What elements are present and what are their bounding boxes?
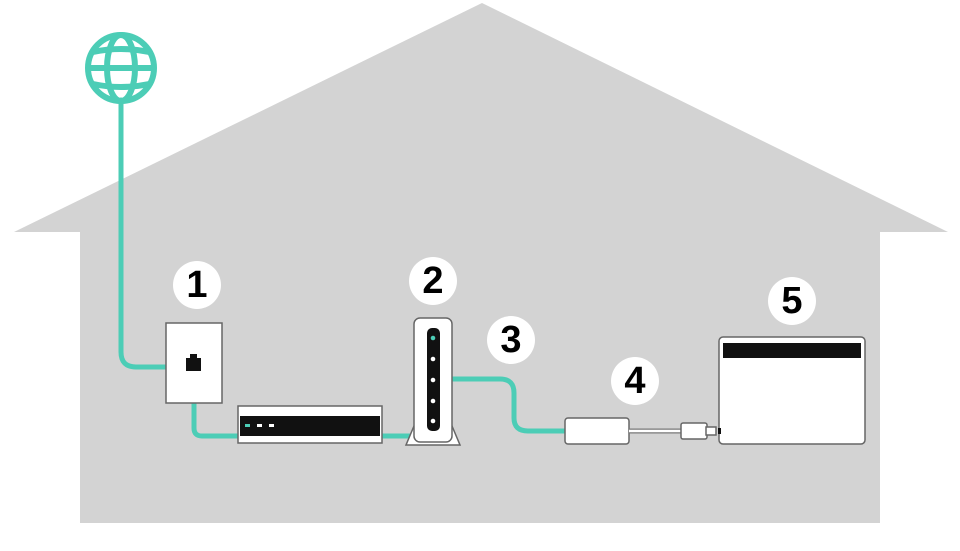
step-number: 4 [624, 360, 645, 402]
router-light-icon [430, 398, 436, 404]
cable-jack-to-box [191, 370, 246, 439]
ethernet-port-icon [186, 358, 201, 371]
cable-router-to-adapter [449, 376, 569, 434]
status-light-icon [269, 424, 274, 427]
router [404, 317, 462, 446]
step-badge-1: 1 [173, 261, 221, 309]
globe-icon [85, 32, 157, 104]
console-dock [718, 336, 866, 445]
step-badge-4: 4 [611, 357, 659, 405]
step-badges: 1 2 3 4 5 [173, 257, 816, 405]
status-light-icon [257, 424, 262, 427]
wall-jack [165, 322, 223, 404]
lan-adapter [564, 417, 717, 445]
step-badge-3: 3 [487, 316, 535, 364]
step-number: 2 [422, 260, 443, 302]
step-number: 3 [500, 319, 521, 361]
step-badge-5: 5 [768, 277, 816, 325]
house-silhouette [14, 3, 948, 523]
modem-box [237, 405, 383, 444]
cable-internet-to-wall-jack [118, 97, 185, 370]
router-light-icon [430, 377, 436, 383]
step-number: 1 [186, 264, 207, 306]
status-light-icon [245, 424, 250, 427]
step-badge-2: 2 [409, 257, 457, 305]
router-light-icon [430, 418, 436, 424]
router-light-icon [430, 356, 436, 362]
step-number: 5 [781, 280, 802, 322]
network-cables [118, 97, 569, 439]
router-light-icon [430, 335, 436, 341]
